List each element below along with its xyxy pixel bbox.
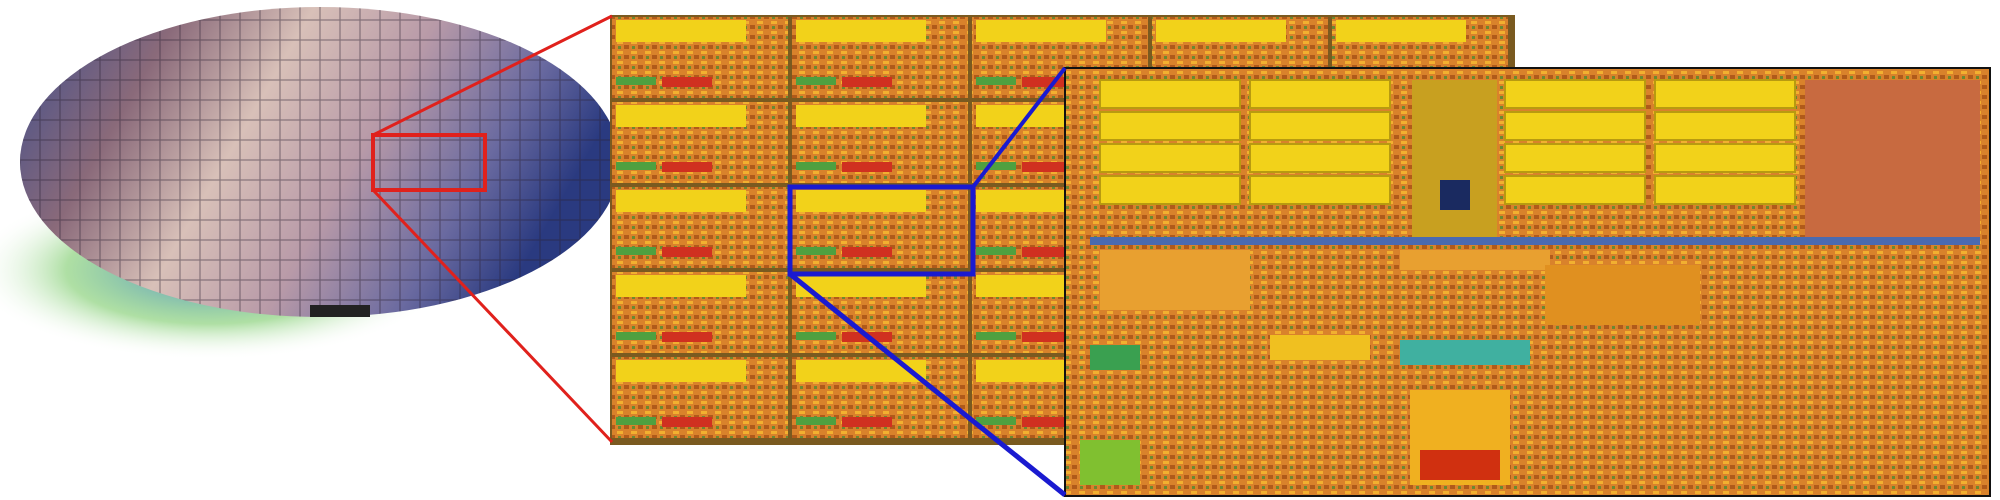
chip-cache-cell bbox=[1654, 175, 1796, 205]
die-red-block bbox=[1022, 77, 1072, 87]
die-green-block bbox=[976, 77, 1016, 85]
chip-teal-block bbox=[1400, 340, 1530, 365]
chip-cache-cell bbox=[1654, 143, 1796, 173]
die-red-block bbox=[842, 162, 892, 172]
chip-cache-cell bbox=[1504, 79, 1646, 109]
chip-yellow-block bbox=[1270, 335, 1370, 360]
die-green-block bbox=[976, 162, 1016, 170]
chip-cache-cell bbox=[1099, 143, 1241, 173]
die-cache-block bbox=[976, 20, 1106, 42]
chip-cache-cell bbox=[1504, 111, 1646, 141]
die-green-block bbox=[616, 417, 656, 425]
chip-cache-cell bbox=[1099, 79, 1241, 109]
die-red-block bbox=[662, 417, 712, 427]
red-zoom-line-bottom bbox=[371, 188, 614, 444]
die-red-block bbox=[1022, 247, 1072, 257]
blue-zoom-line-bottom bbox=[788, 272, 1067, 497]
die-green-block bbox=[616, 162, 656, 170]
blue-zoom-box bbox=[787, 184, 976, 277]
die-cache-block bbox=[796, 190, 926, 212]
die-green-block bbox=[616, 77, 656, 85]
die-red-block bbox=[662, 247, 712, 257]
chip-bus-line bbox=[1090, 237, 1980, 245]
chip-cache-cell bbox=[1249, 143, 1391, 173]
die-red-block bbox=[842, 417, 892, 427]
die-green-block bbox=[796, 77, 836, 85]
die-green-block bbox=[796, 247, 836, 255]
die-red-block bbox=[1022, 332, 1072, 342]
chip-cache-cell bbox=[1504, 143, 1646, 173]
chip-cache-cell bbox=[1654, 79, 1796, 109]
chip-orange-block bbox=[1100, 250, 1250, 310]
chip-cache-cell bbox=[1249, 175, 1391, 205]
chip-blue-block bbox=[1440, 180, 1470, 210]
red-zoom-line-top bbox=[372, 14, 613, 137]
die-green-block bbox=[976, 247, 1016, 255]
die-red-block bbox=[662, 332, 712, 342]
die-red-block bbox=[842, 247, 892, 257]
die-cache-block bbox=[616, 20, 746, 42]
die-green-block bbox=[796, 332, 836, 340]
die-green-block bbox=[796, 162, 836, 170]
die-cache-block bbox=[616, 275, 746, 297]
chip-cache-cell bbox=[1249, 79, 1391, 109]
wafer-image bbox=[20, 7, 620, 317]
die-red-block bbox=[662, 162, 712, 172]
chip-cache-cell bbox=[1249, 111, 1391, 141]
chip-cache-cell bbox=[1099, 175, 1241, 205]
die-cache-block bbox=[1336, 20, 1466, 42]
die-cache-block bbox=[796, 360, 926, 382]
die-green-block bbox=[616, 247, 656, 255]
die-red-block bbox=[842, 77, 892, 87]
die-cache-block bbox=[616, 105, 746, 127]
die-cache-block bbox=[616, 360, 746, 382]
red-zoom-box bbox=[371, 133, 487, 192]
chip-cache-cell bbox=[1504, 175, 1646, 205]
die-red-block bbox=[1022, 417, 1072, 427]
blue-zoom-line-top bbox=[971, 66, 1067, 189]
chip-cache-cell bbox=[1654, 111, 1796, 141]
die-cache-block bbox=[796, 20, 926, 42]
die-cache-block bbox=[616, 190, 746, 212]
wafer-notch bbox=[310, 305, 370, 317]
chip-die-image bbox=[1064, 67, 1991, 497]
die-cache-block bbox=[796, 275, 926, 297]
die-cache-block bbox=[1156, 20, 1286, 42]
chip-border bbox=[1064, 67, 1991, 497]
die-green-block bbox=[616, 332, 656, 340]
die-green-block bbox=[796, 417, 836, 425]
die-cache-block bbox=[796, 105, 926, 127]
chip-center-block bbox=[1412, 80, 1497, 240]
chip-red-block bbox=[1420, 450, 1500, 480]
chip-right-logic bbox=[1805, 80, 1980, 240]
chip-cache-cell bbox=[1099, 111, 1241, 141]
chip-orange-strip bbox=[1400, 250, 1550, 270]
die-green-block bbox=[976, 417, 1016, 425]
die-red-block bbox=[1022, 162, 1072, 172]
die-red-block bbox=[662, 77, 712, 87]
die-green-block bbox=[976, 332, 1016, 340]
chip-green-strip bbox=[1090, 345, 1140, 370]
chip-orange-block bbox=[1545, 265, 1700, 325]
chip-green-block bbox=[1080, 440, 1140, 485]
